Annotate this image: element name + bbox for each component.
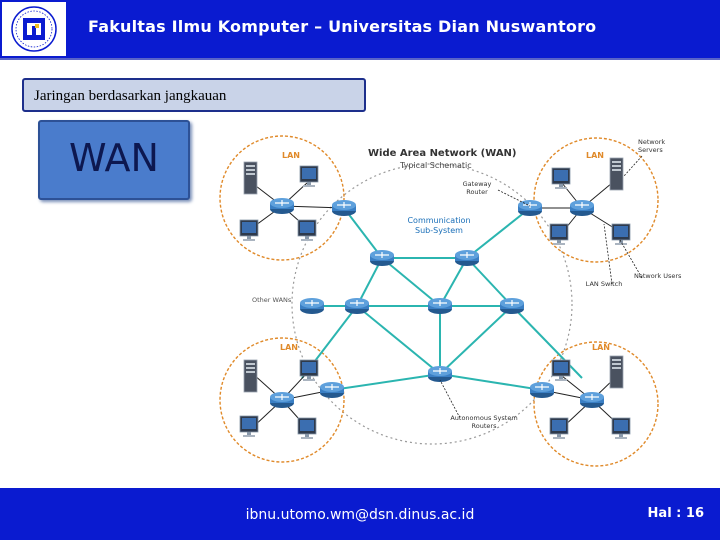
subtitle-text: Jaringan berdasarkan jangkauan (34, 88, 227, 104)
lan-label: LAN (592, 343, 610, 352)
footer-bar: ibnu.utomo.wm@dsn.dinus.ac.id Hal : 16 (0, 488, 720, 540)
network-servers-label: Network Servers (638, 138, 666, 154)
lan-label: LAN (280, 343, 298, 352)
topic-box: WAN (38, 120, 190, 200)
udinus-seal-icon (11, 6, 57, 52)
lan-circle (533, 137, 659, 263)
other-wans-label: Other WANs (252, 296, 292, 304)
subtitle-box: Jaringan berdasarkan jangkauan (22, 78, 366, 112)
network-users-label: Network Users (634, 272, 682, 280)
comm-subsystem-label: Communication Sub-System (407, 216, 471, 235)
lan-circle (219, 135, 345, 261)
page-title: Fakultas Ilmu Komputer – Universitas Dia… (88, 17, 597, 36)
topic-label: WAN (69, 136, 159, 180)
lan-label: LAN (282, 151, 300, 160)
header-bar: Fakultas Ilmu Komputer – Universitas Dia… (0, 0, 720, 60)
wan-diagram: Wide Area Network (WAN) Typical Schemati… (219, 135, 682, 467)
gateway-router-label: Gateway Router (462, 180, 492, 196)
autonomous-routers-label: Autonomous System Routers (450, 414, 518, 430)
lan-switch-label: LAN Switch (585, 280, 623, 288)
lan-circle (219, 337, 345, 463)
lan-circle (533, 341, 659, 467)
university-logo (2, 2, 66, 56)
page-number: Hal : 16 (647, 506, 704, 521)
diagram-title: Wide Area Network (WAN) (368, 148, 517, 159)
footer-email: ibnu.utomo.wm@dsn.dinus.ac.id (0, 507, 720, 523)
email-text: ibnu.utomo.wm@dsn.dinus.ac.id (245, 507, 475, 523)
lan-label: LAN (586, 151, 604, 160)
diagram-subtitle: Typical Schematic (399, 161, 472, 170)
